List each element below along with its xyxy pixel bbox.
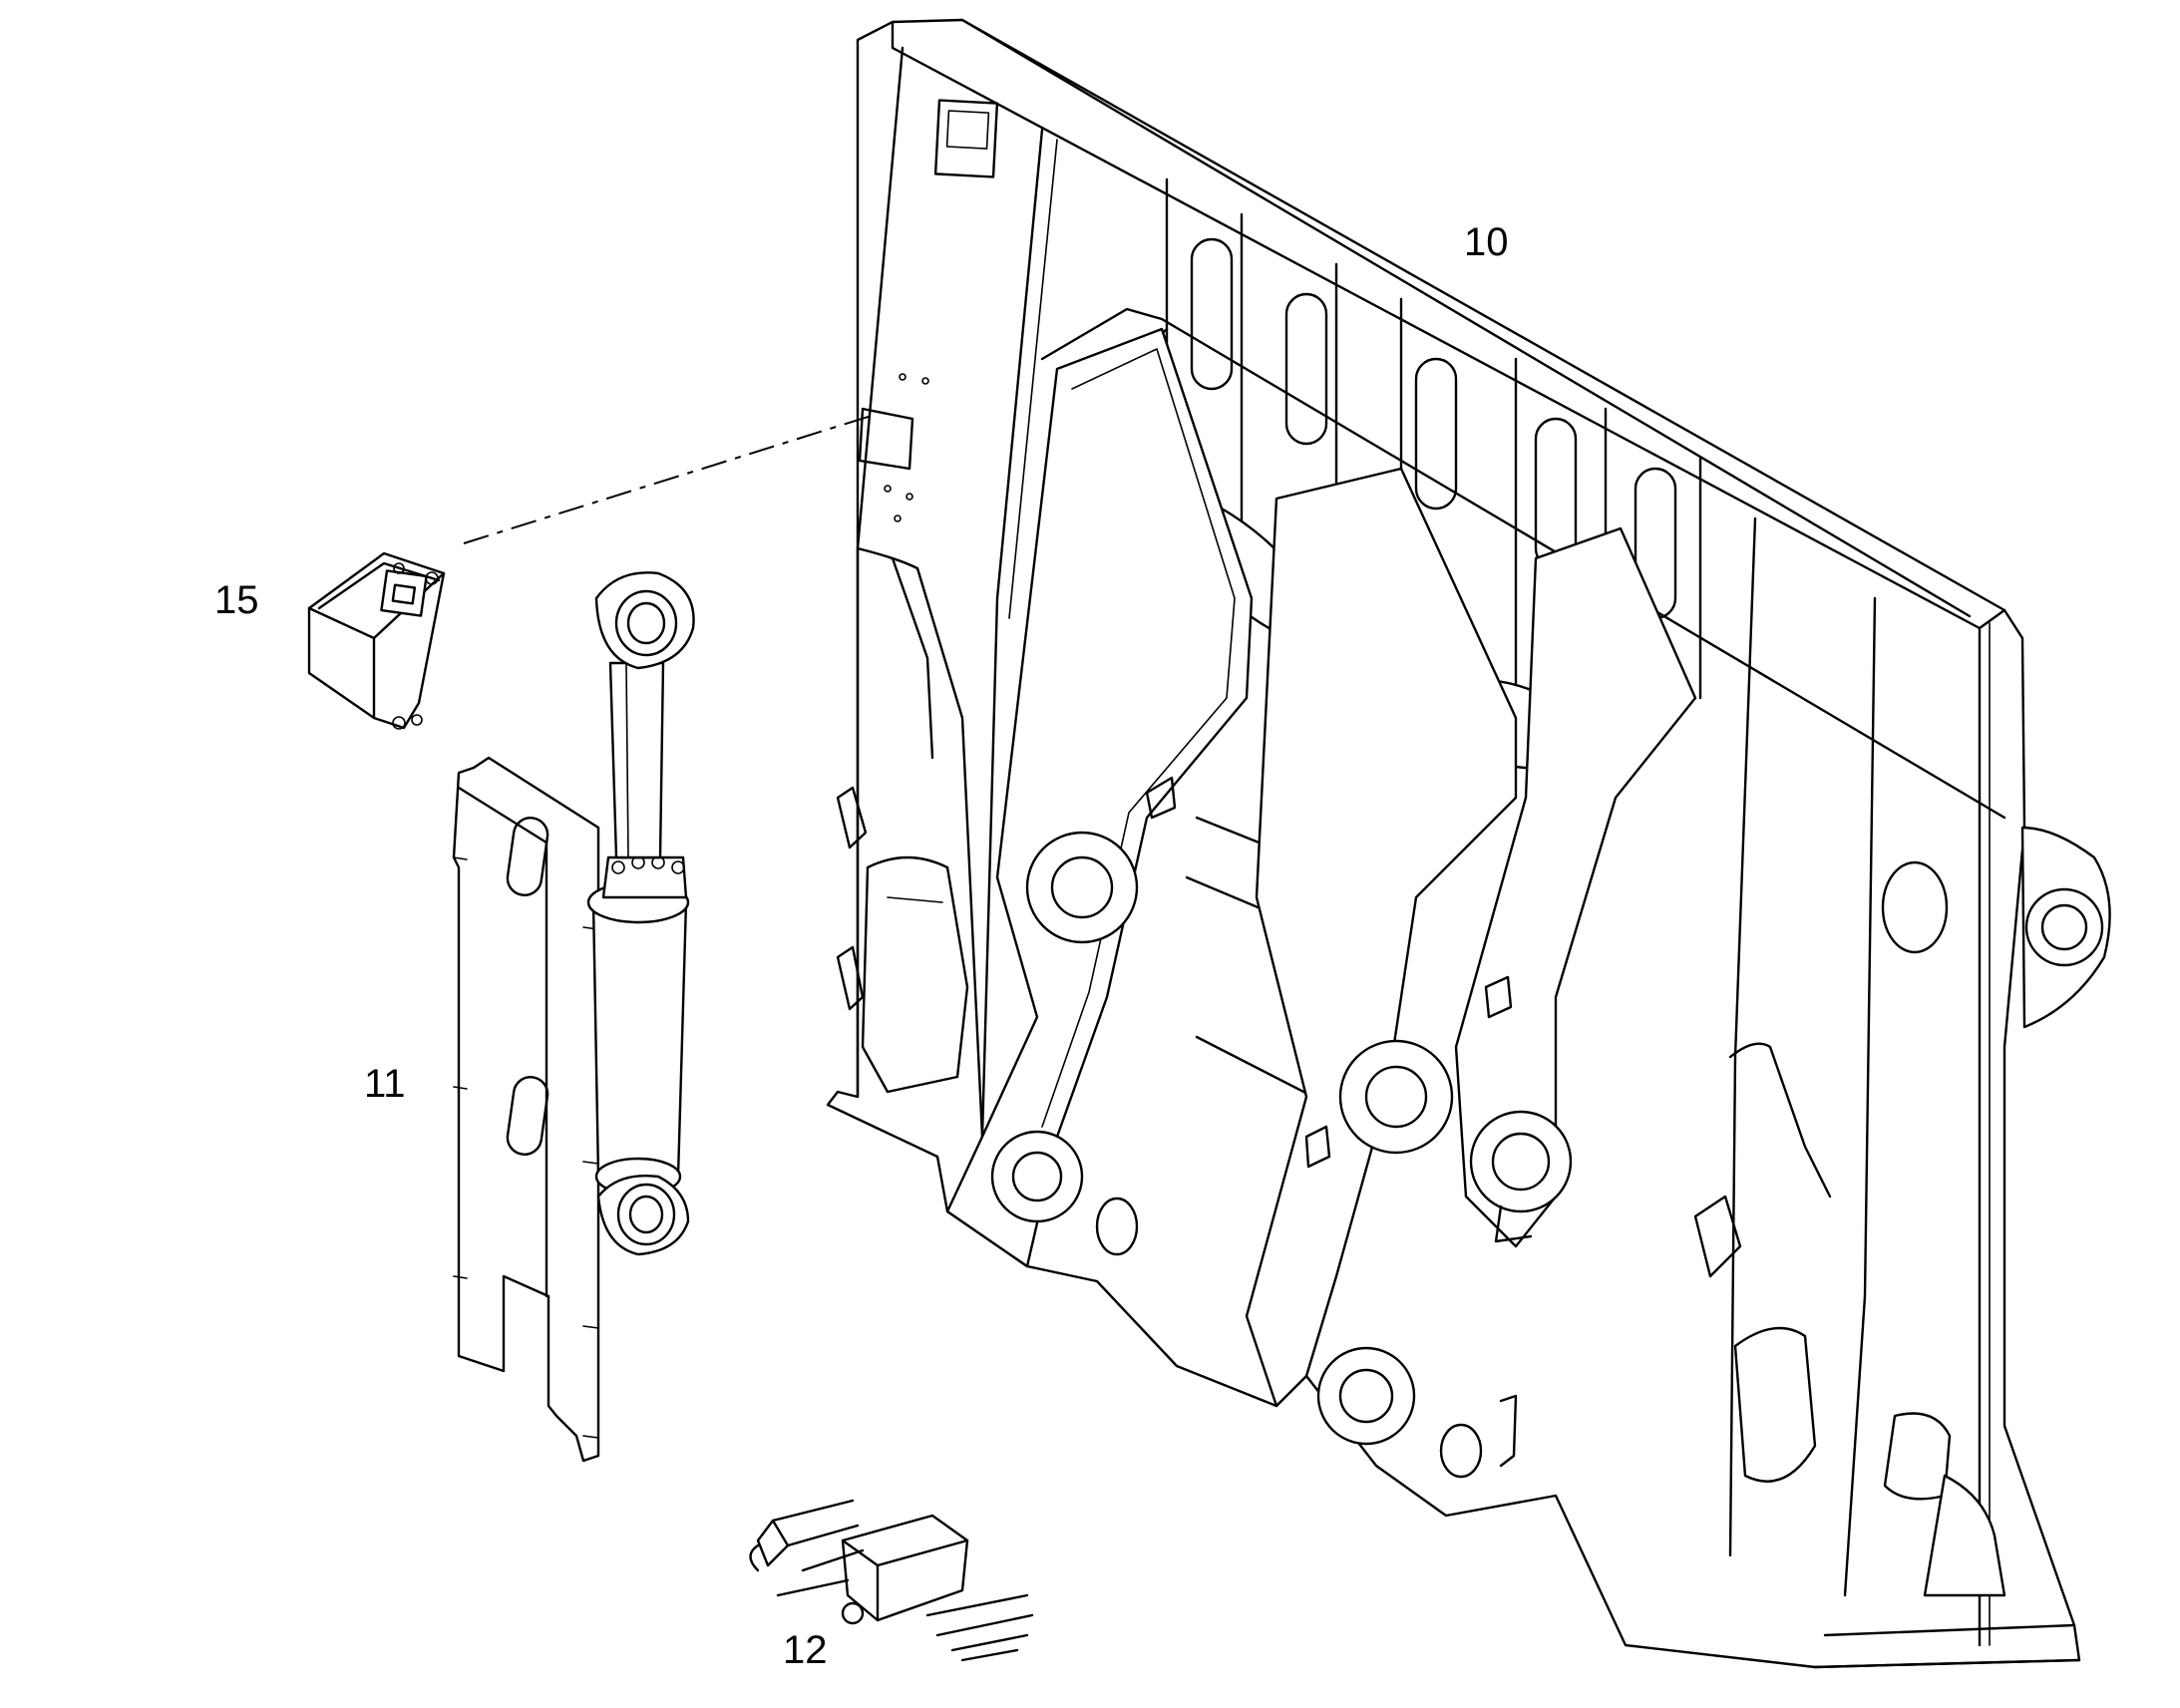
lift-cylinder-assembly	[452, 571, 695, 1463]
callout-11: 11	[364, 1062, 406, 1106]
guard-plate	[452, 756, 600, 1463]
pivot-boss-right	[2020, 826, 2111, 1029]
callout-10: 10	[1464, 220, 1509, 264]
loader-frame	[826, 18, 2111, 1669]
callout-12: 12	[783, 1628, 828, 1672]
callout-15: 15	[214, 578, 259, 622]
leader-line-15	[463, 413, 879, 544]
valve-block	[749, 1499, 1034, 1662]
lift-arm-centre	[1245, 467, 1518, 1408]
control-box	[307, 551, 446, 730]
